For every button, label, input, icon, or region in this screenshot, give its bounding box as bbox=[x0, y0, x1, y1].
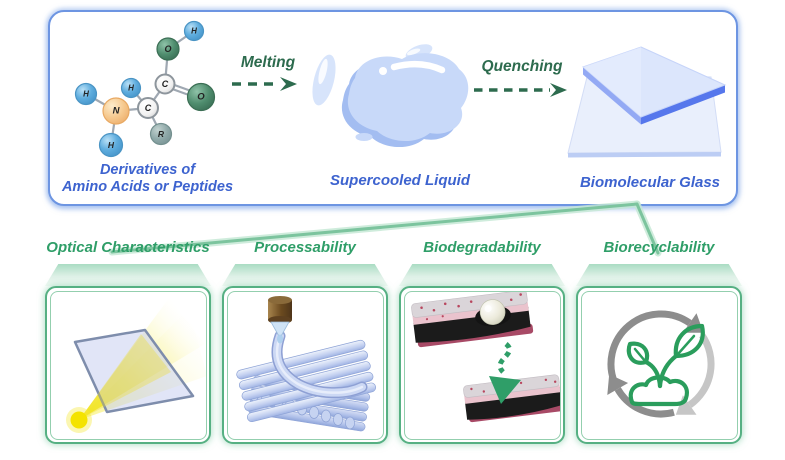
panel-card-inner bbox=[403, 290, 561, 440]
quenching-label: Quenching bbox=[481, 58, 563, 75]
molecule-atoms: H O C O H H N C R H bbox=[74, 20, 216, 158]
plant-sprout bbox=[626, 323, 705, 406]
panel-card-biorecyclability bbox=[576, 286, 742, 444]
panel-title-biorecyclability: Biorecyclability bbox=[603, 239, 715, 256]
panel-card-biodegradability bbox=[399, 286, 565, 444]
light-beam-through-glass-icon bbox=[65, 297, 206, 433]
glass-caption: Biomolecular Glass bbox=[579, 174, 721, 191]
light-source bbox=[70, 411, 87, 428]
recycle-arrows bbox=[606, 309, 715, 417]
degradation-arrow-dashes bbox=[497, 341, 512, 374]
atom-label: H bbox=[108, 140, 115, 150]
panel-roof bbox=[399, 264, 565, 286]
biomolecular-glass-icon bbox=[567, 46, 727, 158]
panel-card-inner bbox=[49, 290, 207, 440]
recycle-arrows-plant-icon bbox=[606, 309, 715, 417]
atom-label: C bbox=[145, 103, 152, 113]
panel-roof bbox=[222, 264, 388, 286]
panel-card-inner bbox=[226, 290, 384, 440]
panel-card-processability bbox=[222, 286, 388, 444]
extruded-filament bbox=[271, 330, 367, 398]
degradation-arrowhead bbox=[488, 375, 521, 404]
printer-nozzle bbox=[267, 295, 292, 343]
implant-degrading-in-tissue-icon bbox=[410, 291, 560, 422]
panel-title-biodegradability: Biodegradability bbox=[423, 239, 541, 256]
supercooled-liquid-icon bbox=[312, 44, 469, 148]
atom-label: H bbox=[83, 90, 89, 99]
molecule-bonds bbox=[84, 29, 203, 147]
panel-title-processability: Processability bbox=[254, 239, 356, 256]
panel-title-optical-characteristics: Optical Characteristics bbox=[46, 239, 210, 256]
quenching-arrow-icon bbox=[474, 83, 567, 97]
atom-label: R bbox=[158, 129, 165, 139]
connector-lines bbox=[108, 200, 662, 257]
amino-acid-molecule-icon: H O C O H H N C R H bbox=[74, 20, 216, 158]
atom-label: O bbox=[164, 44, 171, 54]
molecule-caption-line1: Derivatives of bbox=[99, 162, 196, 178]
liquid-caption: Supercooled Liquid bbox=[329, 172, 470, 189]
panel-roof bbox=[45, 264, 211, 286]
tissue-slab-top bbox=[410, 291, 533, 347]
atom-label: H bbox=[128, 84, 134, 93]
printing-nozzle-lattice-icon bbox=[235, 295, 376, 431]
molecule-caption-line2: Amino Acids or Peptides bbox=[61, 179, 234, 195]
melting-arrow-icon bbox=[232, 77, 297, 91]
panel-card-inner bbox=[580, 290, 738, 440]
atom-label: H bbox=[191, 27, 197, 36]
panel-roof bbox=[576, 264, 742, 286]
atom-label: O bbox=[197, 92, 205, 103]
atom-label: C bbox=[162, 79, 169, 89]
melting-label: Melting bbox=[240, 54, 296, 71]
atom-label: N bbox=[113, 106, 121, 117]
panel-card-optical bbox=[45, 286, 211, 444]
molecule-caption: Derivatives of Amino Acids or Peptides bbox=[30, 162, 265, 196]
glass-pane bbox=[73, 328, 194, 413]
